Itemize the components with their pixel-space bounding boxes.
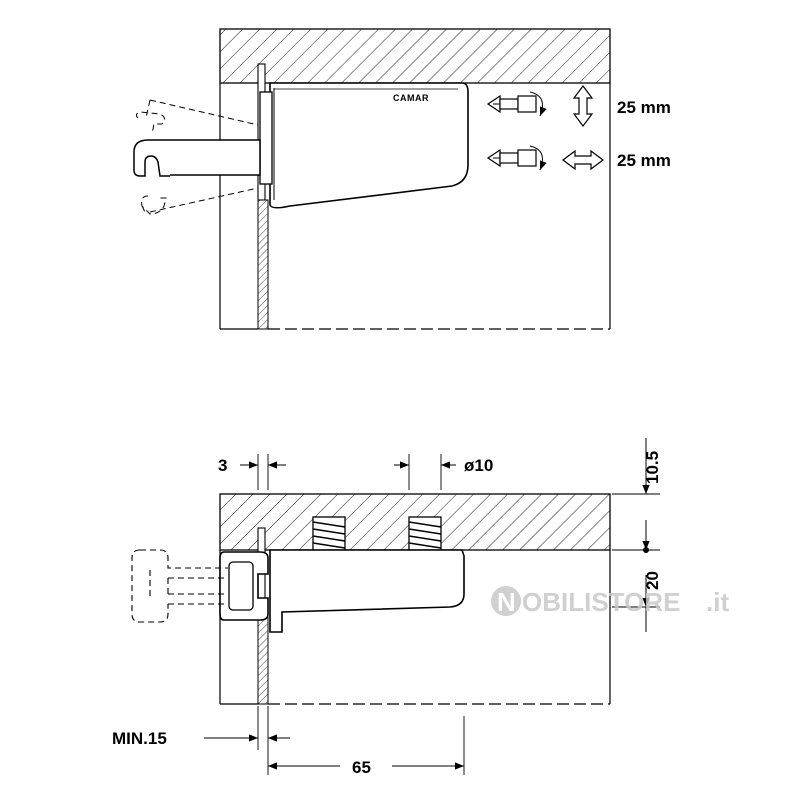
svg-text:MIN.15: MIN.15 bbox=[112, 729, 167, 748]
screwdriver-icon bbox=[486, 91, 547, 117]
svg-text:N: N bbox=[497, 587, 516, 617]
horizontal-adjust-row: 25 mm bbox=[486, 145, 671, 171]
vertical-adjust-row: 25 mm bbox=[486, 85, 671, 127]
fixing-screw bbox=[312, 516, 346, 551]
vertical-adjust-arrow-icon bbox=[572, 85, 594, 127]
hanger-tube bbox=[170, 139, 261, 176]
brand-label: CAMAR bbox=[393, 93, 429, 103]
svg-text:.it: .it bbox=[706, 587, 729, 617]
mounting-plate bbox=[259, 91, 273, 185]
dim-depth: 65 bbox=[267, 706, 465, 777]
svg-text:ø10: ø10 bbox=[464, 456, 493, 475]
svg-text:10.5: 10.5 bbox=[643, 451, 662, 484]
svg-text:20: 20 bbox=[643, 571, 662, 590]
section-hanger-dashed bbox=[131, 549, 228, 623]
watermark-logo: N OBILISTORE .it bbox=[491, 586, 729, 617]
tilt-positions bbox=[135, 99, 259, 215]
top-view: CAMAR 25 mm bbox=[133, 28, 671, 330]
section-side-panel bbox=[257, 614, 269, 705]
svg-text:3: 3 bbox=[218, 456, 227, 475]
vertical-adjust-label: 25 mm bbox=[617, 98, 671, 117]
horizontal-adjust-label: 25 mm bbox=[617, 151, 671, 170]
dim-vertical: 10.5 20 bbox=[612, 438, 662, 632]
horizontal-adjust-arrow-icon bbox=[562, 149, 604, 171]
side-panel bbox=[257, 199, 269, 330]
fixing-screw bbox=[408, 516, 442, 551]
svg-text:65: 65 bbox=[352, 758, 371, 777]
dim-min-panel: MIN.15 bbox=[112, 706, 290, 750]
watermark-n-icon bbox=[491, 586, 521, 616]
section-bracket bbox=[269, 549, 465, 633]
section-view: 3 ø10 10.5 20 MIN.1 bbox=[112, 438, 662, 777]
dim-side-thickness: 3 bbox=[218, 454, 286, 490]
screwdriver-icon bbox=[486, 145, 547, 171]
hanger-hook bbox=[133, 139, 170, 177]
dim-hole-diameter: ø10 bbox=[394, 454, 493, 490]
svg-text:OBILISTORE: OBILISTORE bbox=[522, 587, 680, 617]
top-cabinet-panel bbox=[219, 28, 611, 84]
hanger-bracket bbox=[269, 82, 469, 209]
